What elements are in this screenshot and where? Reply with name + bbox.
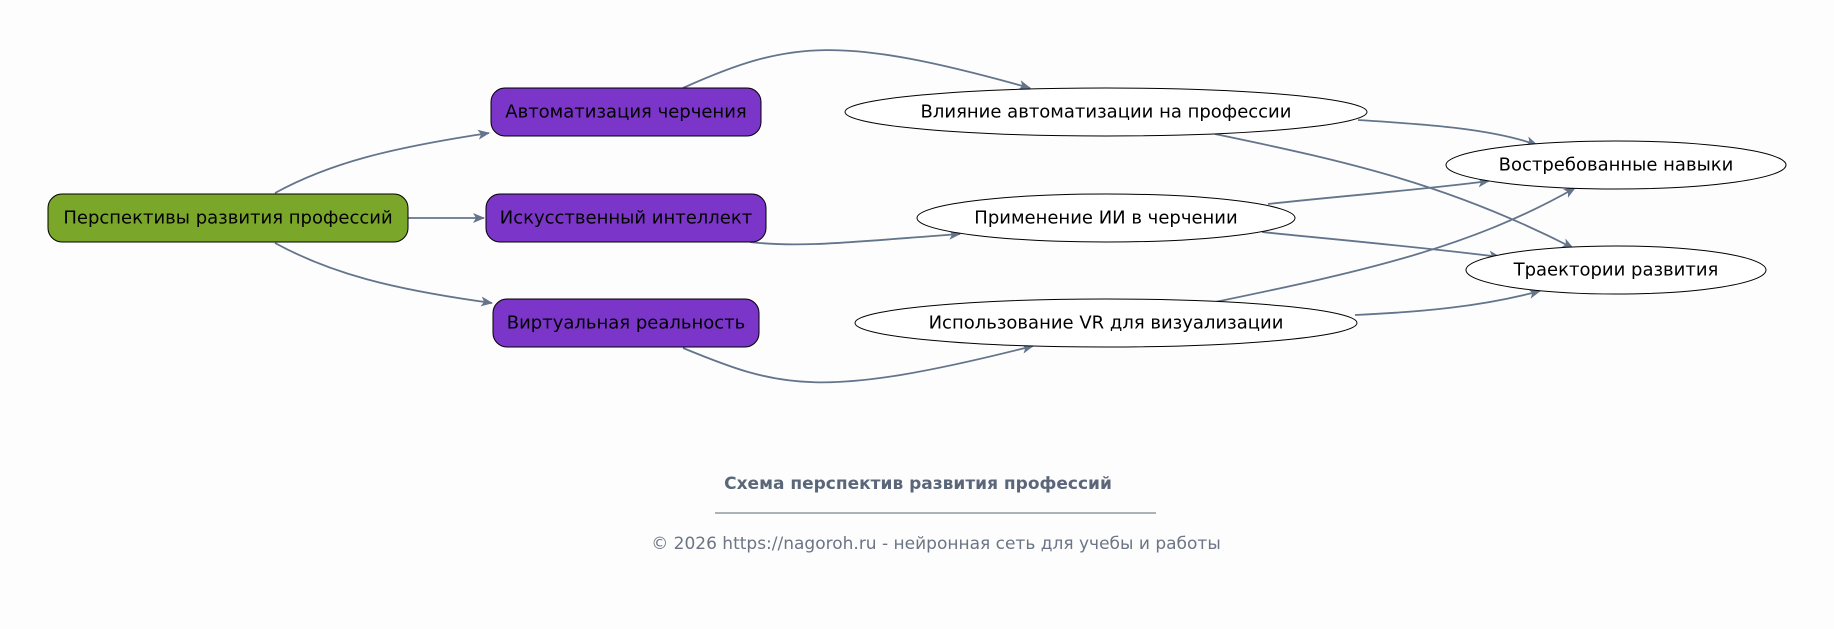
node-vr-visualization: Использование VR для визуализации <box>854 298 1358 348</box>
node-skills: Востребованные навыки <box>1445 140 1787 190</box>
node-vr-label: Виртуальная реальность <box>507 313 746 334</box>
edge-visualization-skills <box>1214 187 1576 303</box>
edge-ai-drafting <box>749 229 961 246</box>
node-ai-drafting-shape <box>916 193 1296 243</box>
node-automation-label: Автоматизация черчения <box>505 102 746 123</box>
node-trajectories: Траектории развития <box>1465 245 1767 295</box>
node-skills-shape <box>1445 140 1787 190</box>
node-trajectories-shape <box>1465 245 1767 295</box>
edge-root-vr <box>274 242 493 307</box>
edge-impact-trajectories <box>1214 133 1574 249</box>
node-automation-impact-shape <box>844 87 1368 137</box>
edge-root-automation <box>274 129 490 194</box>
node-automation-impact: Влияние автоматизации на профессии <box>844 87 1368 137</box>
node-ai-drafting-label: Применение ИИ в черчении <box>974 208 1237 229</box>
node-root: Перспективы развития профессий <box>47 193 409 243</box>
node-ai-box <box>485 193 767 243</box>
node-ai-label: Искусственный интеллект <box>500 208 752 229</box>
node-root-label: Перспективы развития профессий <box>63 208 392 229</box>
caption: Схема перспектив развития профессий © 20… <box>651 474 1221 554</box>
edge-visualization-trajectories <box>1354 289 1541 316</box>
edge-drafting-trajectories <box>1261 231 1501 261</box>
edge-impact-skills <box>1357 119 1538 146</box>
node-skills-label: Востребованные навыки <box>1499 155 1734 176</box>
node-automation-impact-label: Влияние автоматизации на профессии <box>921 102 1292 123</box>
edge-drafting-skills <box>1267 177 1490 205</box>
node-vr-visualization-shape <box>854 298 1358 348</box>
caption-title: Схема перспектив развития профессий <box>724 474 1112 494</box>
node-root-box <box>47 193 409 243</box>
node-vr-box <box>492 298 760 348</box>
node-vr-visualization-label: Использование VR для визуализации <box>929 313 1284 334</box>
edge-vr-visualization <box>682 343 1034 384</box>
edge-automation-impact <box>682 49 1031 90</box>
node-automation: Автоматизация черчения <box>490 87 762 137</box>
node-vr: Виртуальная реальность <box>492 298 760 348</box>
edges-layer <box>274 49 1576 384</box>
node-trajectories-label: Траектории развития <box>1513 260 1719 281</box>
node-ai-drafting: Применение ИИ в черчении <box>916 193 1296 243</box>
node-automation-box <box>490 87 762 137</box>
node-ai: Искусственный интеллект <box>485 193 767 243</box>
caption-footer: © 2026 https://nagoroh.ru - нейронная се… <box>651 534 1221 554</box>
